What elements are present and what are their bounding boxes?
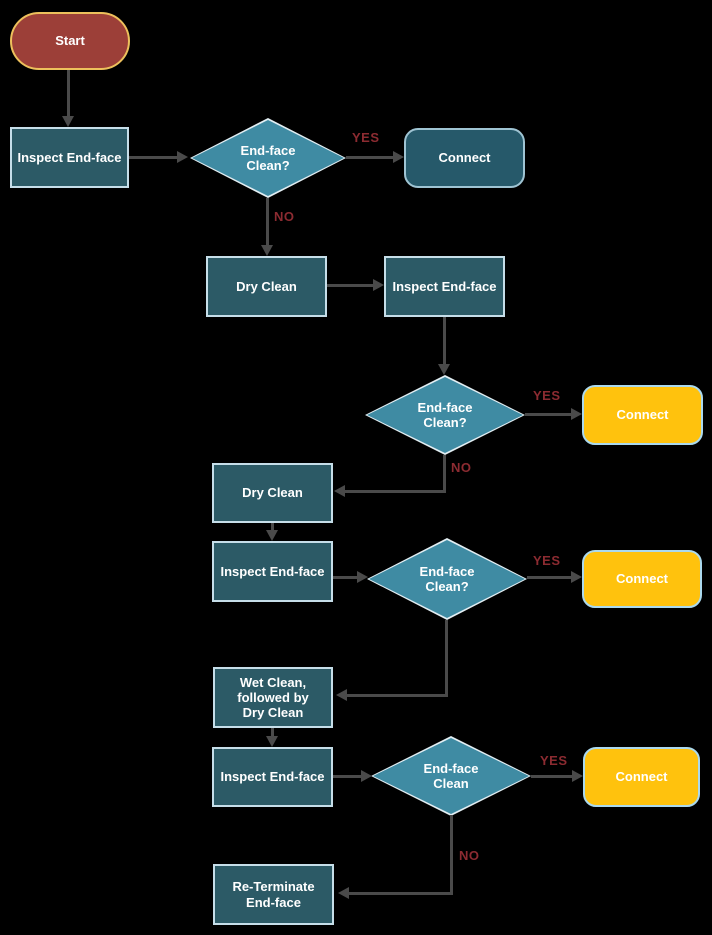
decision-endface-clean-2: End-face Clean?	[365, 375, 525, 455]
decision-endface-clean-1: End-face Clean?	[190, 118, 346, 198]
arrow-line	[443, 455, 446, 493]
node-label: End-face Clean?	[240, 142, 296, 173]
process-dry-clean-2: Dry Clean	[212, 463, 333, 523]
arrow-line	[333, 576, 358, 579]
arrow-line	[271, 523, 274, 531]
start-terminator: Start	[10, 12, 130, 70]
arrow-line	[271, 728, 274, 737]
arrowhead-left-icon	[336, 689, 347, 701]
arrow-line	[333, 775, 362, 778]
arrowhead-right-icon	[177, 151, 188, 163]
arrowhead-left-icon	[334, 485, 345, 497]
terminator-connect-1: Connect	[404, 128, 525, 188]
arrowhead-right-icon	[393, 151, 404, 163]
edge-label-no-1: NO	[274, 209, 295, 224]
node-label: Inspect End-face	[17, 149, 122, 165]
terminator-connect-4: Connect	[583, 747, 700, 807]
edge-label-yes-3: YES	[533, 553, 561, 568]
arrow-line	[266, 198, 269, 245]
arrowhead-left-icon	[338, 887, 349, 899]
terminator-connect-2: Connect	[582, 385, 703, 445]
arrowhead-right-icon	[361, 770, 372, 782]
process-dry-clean-1: Dry Clean	[206, 256, 327, 317]
node-label: Connect	[616, 571, 668, 587]
process-wet-clean: Wet Clean, followed by Dry Clean	[213, 667, 333, 728]
node-label: Re-Terminate End-face	[232, 879, 315, 910]
arrowhead-down-icon	[438, 364, 450, 375]
arrowhead-right-icon	[571, 408, 582, 420]
arrowhead-right-icon	[572, 770, 583, 782]
arrow-line	[450, 815, 453, 895]
node-label: End-face Clean?	[419, 563, 475, 594]
terminator-connect-3: Connect	[582, 550, 702, 608]
process-inspect-endface-1: Inspect End-face	[10, 127, 129, 188]
node-label: End-face Clean?	[417, 399, 473, 430]
arrowhead-right-icon	[571, 571, 582, 583]
arrow-line	[327, 284, 373, 287]
arrowhead-right-icon	[373, 279, 384, 291]
node-label: Wet Clean, followed by Dry Clean	[237, 674, 309, 721]
edge-label-no-2: NO	[451, 460, 472, 475]
edge-label-no-4: NO	[459, 848, 480, 863]
arrow-line	[129, 156, 177, 159]
arrow-line	[67, 70, 70, 117]
process-inspect-endface-2: Inspect End-face	[384, 256, 505, 317]
edge-label-yes-4: YES	[540, 753, 568, 768]
arrowhead-down-icon	[62, 116, 74, 127]
arrow-line	[345, 490, 446, 493]
process-inspect-endface-4: Inspect End-face	[212, 747, 333, 807]
arrow-line	[445, 620, 448, 697]
arrow-line	[525, 413, 571, 416]
start-label: Start	[55, 33, 85, 49]
arrow-line	[347, 694, 448, 697]
process-inspect-endface-3: Inspect End-face	[212, 541, 333, 602]
arrowhead-right-icon	[357, 571, 368, 583]
node-label: Inspect End-face	[392, 278, 497, 294]
node-label: Dry Clean	[242, 485, 303, 501]
decision-endface-clean-3: End-face Clean?	[367, 538, 527, 620]
process-reterminate-endface: Re-Terminate End-face	[213, 864, 334, 925]
node-label: End-face Clean	[423, 760, 479, 791]
edge-label-yes-2: YES	[533, 388, 561, 403]
node-label: Connect	[438, 150, 491, 166]
node-label: Connect	[616, 407, 669, 423]
arrow-line	[527, 576, 572, 579]
decision-endface-clean-4: End-face Clean	[371, 736, 531, 816]
node-label: Connect	[615, 769, 668, 785]
arrow-line	[443, 317, 446, 364]
node-label: Inspect End-face	[220, 769, 325, 785]
node-label: Inspect End-face	[220, 563, 325, 579]
arrowhead-down-icon	[261, 245, 273, 256]
arrow-line	[346, 156, 393, 159]
arrowhead-down-icon	[266, 736, 278, 747]
node-label: Dry Clean	[236, 278, 297, 294]
arrow-line	[531, 775, 573, 778]
arrow-line	[349, 892, 452, 895]
edge-label-yes-1: YES	[352, 130, 380, 145]
arrowhead-down-icon	[266, 530, 278, 541]
